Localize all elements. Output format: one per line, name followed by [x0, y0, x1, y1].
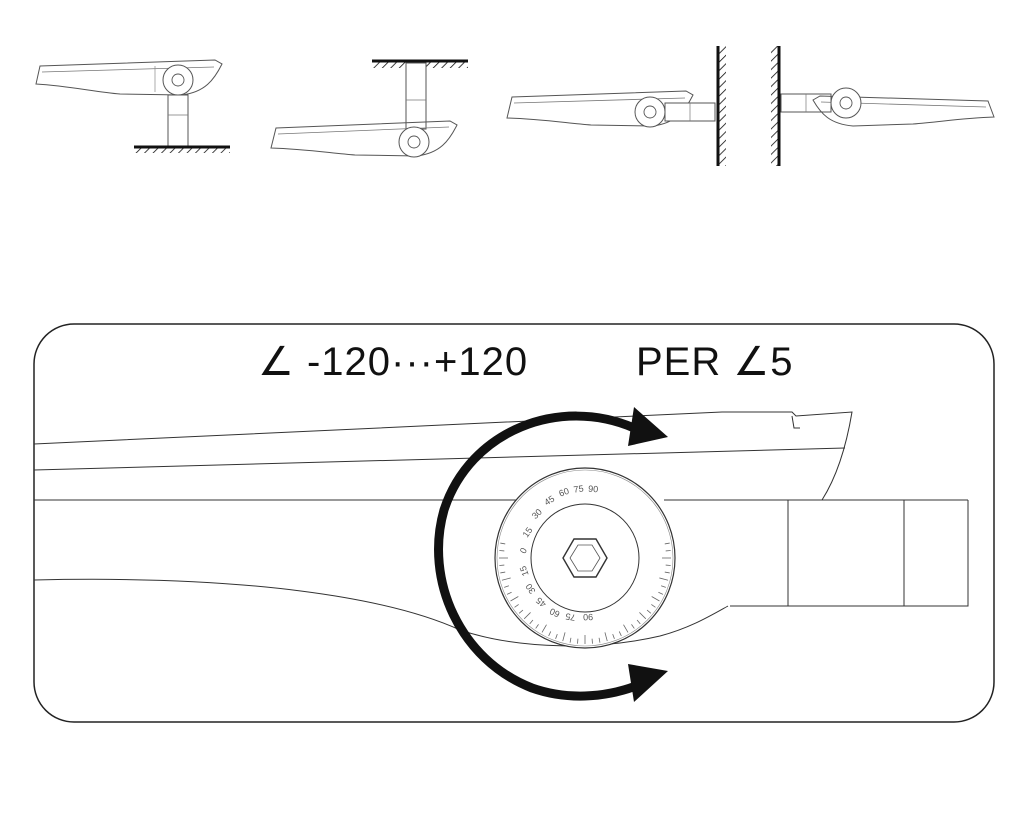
dial-tick — [529, 619, 534, 625]
dial-label: 90 — [588, 484, 599, 495]
dial-tick — [658, 591, 664, 595]
dial-label: 75 — [565, 611, 577, 623]
dial-tick — [664, 542, 670, 545]
dial-label: 60 — [558, 486, 571, 499]
dial-tick — [569, 637, 572, 643]
dial-label: 0 — [518, 546, 529, 555]
dial-tick — [500, 571, 506, 574]
dial-tick — [664, 571, 670, 574]
dial-tick — [506, 591, 512, 595]
dial-scale-lower: 15 30 45 60 75 90 — [518, 565, 594, 623]
dial-tick — [562, 632, 566, 642]
dial-label: 75 — [573, 483, 584, 494]
dial-tick-marks — [499, 542, 671, 644]
wall-mount-right-variant — [771, 46, 995, 166]
dial-tick — [612, 633, 615, 639]
dial-tick — [604, 632, 608, 642]
dial-label: 15 — [521, 525, 535, 539]
dial-tick — [535, 624, 539, 629]
dial-tick — [631, 624, 635, 629]
dial-tick — [598, 637, 601, 643]
dial-tick — [500, 542, 506, 545]
dial-tick — [518, 609, 524, 614]
dial-tick — [651, 596, 660, 602]
dial-tick — [636, 619, 641, 625]
dial-tick — [646, 609, 652, 614]
dial-tick — [523, 612, 531, 620]
dial-tick — [660, 585, 666, 588]
right-wall-surface-icon — [771, 46, 778, 166]
ceiling-mount-variant — [270, 59, 468, 158]
dial-tick — [510, 596, 519, 602]
dial-tick — [618, 631, 622, 637]
rotation-range-label: ∠ -120···+120 — [258, 340, 529, 384]
dial-label: 60 — [548, 606, 561, 619]
dial-label: 90 — [583, 612, 593, 622]
dial-label: 45 — [542, 494, 556, 508]
dial-tick — [651, 604, 656, 608]
dial-label: 45 — [534, 595, 548, 609]
floor-mount-variant — [35, 59, 230, 153]
dial-tick — [623, 624, 629, 633]
dial-tick — [514, 604, 519, 608]
left-wall-surface-icon — [719, 46, 726, 166]
dial-label: 15 — [518, 565, 531, 578]
dial-tick — [659, 577, 669, 581]
dial-tick — [639, 612, 647, 620]
dial-tick — [541, 624, 547, 633]
hex-bolt-icon — [562, 538, 608, 578]
rotate-clockwise-arrow-icon — [434, 407, 668, 702]
rotation-step-label: PER ∠5 — [636, 340, 794, 384]
wall-mount-left-variant — [506, 46, 726, 166]
floor-mounting-surface-icon — [134, 147, 230, 153]
dial-tick — [504, 585, 510, 588]
dial-tick — [555, 633, 558, 639]
dial-tick — [548, 631, 552, 637]
dial-label: 30 — [524, 582, 538, 596]
dial-tick — [501, 577, 511, 581]
